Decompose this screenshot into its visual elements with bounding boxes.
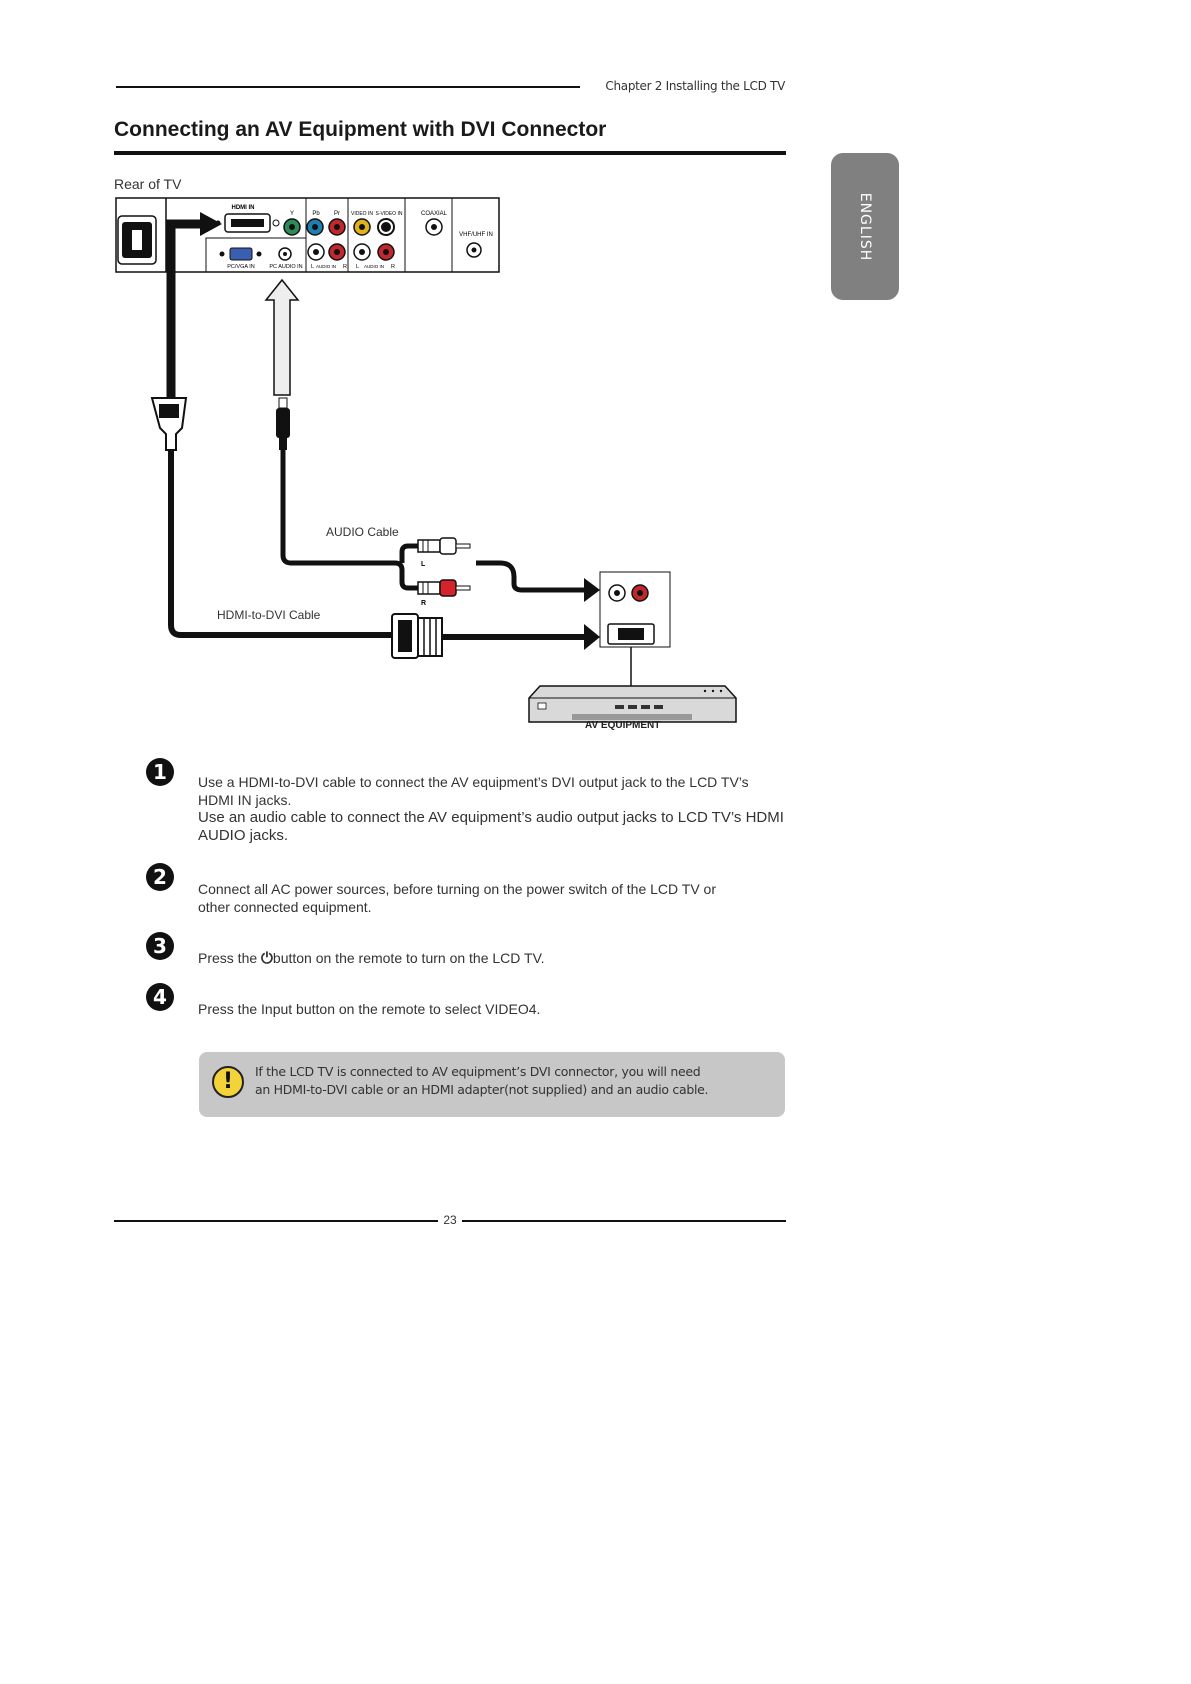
audio-arrow-icon	[264, 278, 300, 396]
header-rule	[116, 86, 580, 88]
step-3-before: Press the	[198, 950, 262, 966]
page-number: 23	[443, 1213, 457, 1227]
s-video-in-label: S-VIDEO IN	[376, 211, 403, 217]
title-rule	[114, 151, 786, 155]
video-in-label: VIDEO IN	[351, 211, 373, 217]
rca-plug-white-icon	[417, 537, 471, 555]
coaxial-label: COAXIAL	[421, 211, 448, 217]
av-equipment-panel	[599, 571, 671, 686]
note-line: an HDMI-to-DVI cable or an HDMI adapter(…	[255, 1082, 709, 1097]
footer-rule-left	[114, 1220, 438, 1222]
hdmi-dvi-cable-label: HDMI-to-DVI Cable	[217, 608, 321, 622]
pc-vga-in-label: PC/VGA IN	[227, 264, 255, 270]
step-1-line: Use an audio cable to connect the AV equ…	[198, 809, 784, 826]
audio-in-l-label: L	[311, 264, 314, 270]
vga-port-icon	[229, 247, 253, 261]
audio-mini-plug-icon	[276, 408, 290, 438]
step-number-4: 4	[146, 983, 174, 1011]
step-number-3: 3	[146, 932, 174, 960]
hdmi-in-label: HDMI IN	[232, 205, 255, 211]
page-title: Connecting an AV Equipment with DVI Conn…	[114, 118, 607, 141]
audio-in-label: AUDIO IN	[316, 264, 336, 269]
warning-icon: !	[212, 1066, 244, 1098]
hdmi-arrow-icon	[200, 212, 222, 236]
note-box: ! If the LCD TV is connected to AV equip…	[199, 1052, 785, 1117]
step-1-line: AUDIO jacks.	[198, 827, 289, 844]
audio-cable-label: AUDIO Cable	[326, 525, 399, 539]
step-2-text: Connect all AC power sources, before tur…	[198, 880, 798, 916]
dvi-plug-icon	[391, 613, 443, 659]
step-2-line: Connect all AC power sources, before tur…	[198, 881, 717, 897]
vhf-uhf-in-label: VHF/UHF IN	[459, 232, 493, 238]
plug-r-label: R	[421, 600, 426, 607]
y-label: Y	[290, 211, 294, 217]
av-equipment-device-icon	[528, 685, 737, 723]
pc-audio-in-label: PC AUDIO IN	[269, 264, 302, 270]
step-3-text: Press the ⏻button on the remote to turn …	[198, 949, 798, 967]
step-1-line: Use a HDMI-to-DVI cable to connect the A…	[198, 774, 749, 790]
connection-diagram: HDMI IN PC/VGA IN PC AUDIO IN Y Pb Pr L …	[115, 197, 737, 723]
step-4-text: Press the Input button on the remote to …	[198, 1001, 541, 1017]
step-2-line: other connected equipment.	[198, 899, 372, 915]
av-audio-l-label: L	[356, 264, 359, 270]
audio-in-r-label: R	[343, 264, 347, 270]
step-1-line: HDMI IN jacks.	[198, 792, 292, 808]
note-text: If the LCD TV is connected to AV equipme…	[255, 1063, 708, 1099]
step-3-after: button on the remote to turn on the LCD …	[272, 950, 545, 966]
power-icon: ⏻	[261, 949, 273, 967]
step-1-text: Use a HDMI-to-DVI cable to connect the A…	[198, 773, 798, 845]
chapter-title: Chapter 2 Installing the LCD TV	[605, 79, 785, 93]
av-audio-r-label: R	[391, 264, 395, 270]
pr-label: Pr	[334, 211, 340, 217]
plug-l-label: L	[421, 561, 426, 568]
pb-label: Pb	[312, 211, 320, 217]
rear-of-tv-label: Rear of TV	[114, 176, 182, 192]
footer-rule-right	[462, 1220, 786, 1222]
av-equipment-label: AV EQUIPMENT	[585, 720, 661, 731]
rca-plug-red-icon	[417, 579, 471, 597]
language-tab: ENGLISH	[831, 153, 899, 300]
step-number-1: 1	[146, 758, 174, 786]
av-audio-in-label: AUDIO IN	[364, 264, 384, 269]
step-number-2: 2	[146, 863, 174, 891]
hdmi-dvi-cable	[166, 219, 203, 400]
tv-rear-panel: HDMI IN PC/VGA IN PC AUDIO IN Y Pb Pr L …	[115, 197, 500, 273]
note-line: If the LCD TV is connected to AV equipme…	[255, 1064, 701, 1079]
